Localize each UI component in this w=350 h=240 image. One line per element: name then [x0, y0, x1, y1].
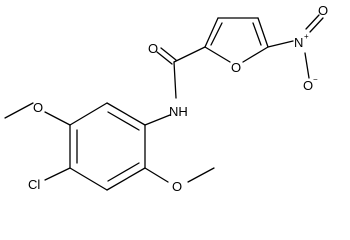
aryl-upper-methoxy-bond	[44, 111, 71, 126]
benzene-c2-c3-double	[107, 162, 140, 182]
upper-methoxy-oxygen-label: O	[33, 100, 43, 115]
atom-labels: O NH O N + O O − O O Cl	[28, 3, 328, 194]
furan-c2-c3-bond	[204, 17, 219, 48]
furan-o-c2-bond	[204, 46, 231, 63]
amide-carbonyl-bond-second	[160, 47, 177, 61]
nitro-oxygen-charge: −	[313, 75, 318, 84]
nitro-oxygen-top-label: O	[318, 3, 328, 18]
amide-nitrogen-label: NH	[169, 104, 188, 119]
molecule-structure-diagram: O NH O N + O O − O O Cl	[4, 3, 328, 194]
amide-carbonyl-bond	[156, 51, 173, 65]
furan-c4-c5-double	[252, 22, 262, 46]
carbonyl-nitrogen-bond	[173, 61, 177, 99]
lower-methoxy-oxygen-label: O	[172, 179, 182, 194]
lower-methoxy-methyl-bond	[187, 167, 215, 183]
nitro-oxygen-bottom-label: O	[303, 78, 313, 93]
furan-c4-c5-bond	[257, 17, 269, 48]
furan-c5-o-bond	[242, 46, 269, 63]
aryl-chlorine-bond	[44, 167, 71, 181]
nitro-oxygen-double-bond	[309, 17, 324, 33]
benzene-c5-c6-bond	[69, 102, 108, 126]
bonds	[4, 14, 324, 191]
benzene-c3-c4-bond	[69, 167, 108, 191]
furan-c2-c3-double	[210, 22, 223, 46]
nitro-oxygen-single-bond	[304, 52, 310, 79]
amide-oxygen-label: O	[148, 41, 158, 56]
furan-nitro-bond	[267, 40, 294, 48]
benzene-c6-c1-double	[107, 111, 140, 131]
nitro-nitrogen-charge: +	[304, 32, 309, 41]
aryl-lower-methoxy-bond	[144, 167, 169, 183]
upper-methoxy-methyl-bond	[4, 102, 34, 119]
nitro-nitrogen-label: N	[294, 35, 303, 50]
carbonyl-furan-bond	[173, 46, 206, 63]
nitrogen-aryl-bond	[144, 114, 171, 126]
benzene-c2-c3-bond	[106, 167, 146, 191]
chlorine-label: Cl	[28, 177, 40, 192]
benzene-c6-c1-bond	[106, 102, 146, 126]
furan-oxygen-label: O	[231, 60, 241, 75]
nitro-oxygen-double-bond-second	[305, 14, 320, 30]
